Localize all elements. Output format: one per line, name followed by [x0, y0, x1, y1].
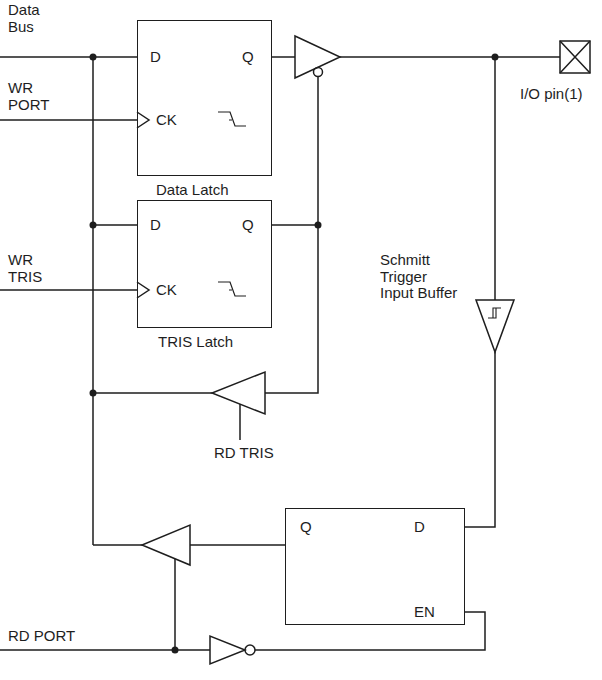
pin-name: D [150, 49, 161, 66]
output-buffer [295, 36, 340, 78]
rd-port-buffer [142, 525, 190, 565]
rd-tris-enable-wire [239, 404, 241, 440]
tris-latch: DQCKTRIS Latch [137, 200, 272, 328]
signal-name: Data Bus [8, 2, 56, 35]
signal-name: WR PORT [8, 80, 60, 113]
data-bus-wire [0, 57, 212, 545]
enable-bubble [314, 68, 323, 77]
data-latch-output-wire [272, 56, 295, 58]
falling-edge-symbol [218, 282, 246, 296]
data-latch: DQCKData Latch [137, 20, 272, 176]
pin-name: Q [242, 217, 254, 234]
inverter [210, 636, 245, 664]
io-pin-symbol [560, 41, 590, 73]
rd-tris-buffer [212, 372, 265, 414]
signal-name: WR TRIS [8, 252, 60, 285]
falling-edge-symbol [218, 112, 246, 126]
input-latch-q-wire [190, 544, 285, 546]
pin-name: CK [156, 112, 177, 129]
output-wire [340, 56, 560, 58]
input-latch: Q D EN [285, 508, 465, 625]
wr-tris-wire [0, 289, 137, 291]
wr-port-wire [0, 119, 137, 121]
clock-input-symbol [137, 112, 149, 128]
pin-name: Q [300, 519, 312, 536]
latch-name: Data Latch [156, 182, 229, 199]
clock-input-symbol [137, 282, 149, 298]
buffer-label: Schmitt Trigger Input Buffer [380, 252, 458, 302]
inverter-bubble [245, 645, 255, 655]
signal-name: RD TRIS [214, 445, 304, 462]
latch-name: TRIS Latch [158, 334, 233, 351]
pin-label: I/O pin(1) [520, 86, 598, 103]
pin-name: EN [414, 604, 435, 621]
tris-q-wire [265, 77, 318, 394]
pin-name: D [150, 217, 161, 234]
signal-name: RD PORT [8, 628, 98, 645]
pin-name: Q [242, 49, 254, 66]
rd-port-wire [0, 559, 210, 650]
pin-name: D [414, 519, 425, 536]
schmitt-trigger-buffer [476, 300, 514, 352]
input-wire [465, 57, 495, 527]
junction-dots [90, 54, 499, 654]
hysteresis-symbol [488, 308, 501, 318]
pin-name: CK [156, 282, 177, 299]
enable-wire [255, 612, 485, 650]
